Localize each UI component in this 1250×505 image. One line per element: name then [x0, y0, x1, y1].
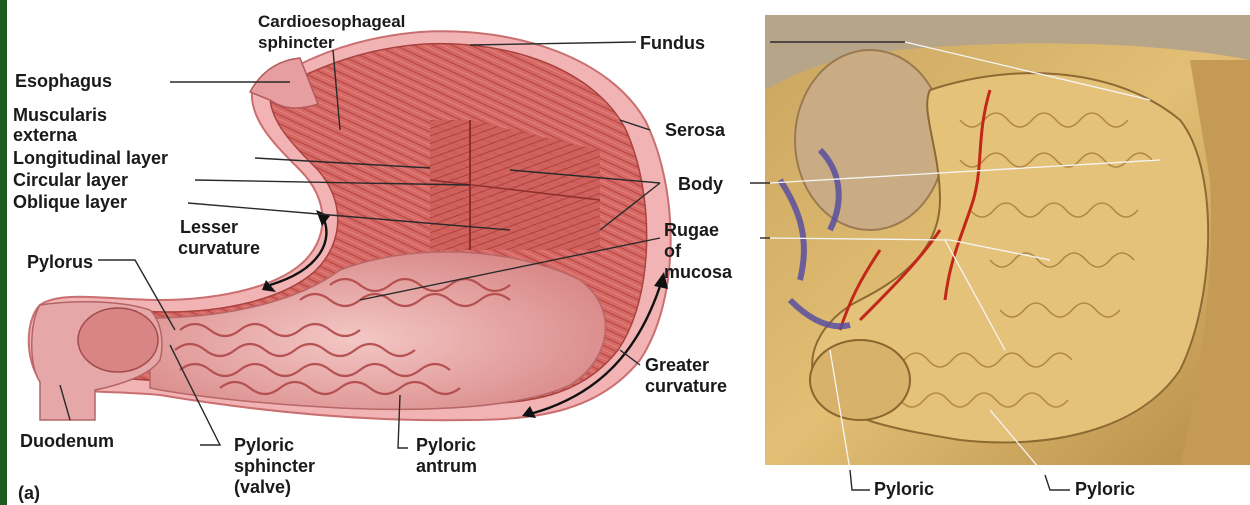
- label-rugae: Rugae: [664, 221, 719, 240]
- label-esophagus: Esophagus: [15, 72, 112, 91]
- label-pyloric-sphincter-2: sphincter: [234, 457, 315, 476]
- label-muscularis: Muscularis: [13, 106, 107, 125]
- label-externa: externa: [13, 126, 77, 145]
- label-pylorus: Pylorus: [27, 253, 93, 272]
- label-photo-pyloric-left: Pyloric: [874, 480, 934, 499]
- label-cardioesophageal: Cardioesophageal: [258, 12, 405, 31]
- label-pyloric-antrum-1: Pyloric: [416, 436, 476, 455]
- label-photo-pyloric-right: Pyloric: [1075, 480, 1135, 499]
- label-pyloric-sphincter-3: (valve): [234, 478, 291, 497]
- label-greater: Greater: [645, 356, 709, 375]
- label-rugae-of: of: [664, 242, 681, 261]
- stomach-illustration: [29, 31, 671, 420]
- label-sphincter: sphincter: [258, 33, 335, 52]
- label-rugae-mucosa: mucosa: [664, 263, 732, 282]
- label-duodenum: Duodenum: [20, 432, 114, 451]
- label-pyloric-sphincter-1: Pyloric: [234, 436, 294, 455]
- label-fundus: Fundus: [640, 34, 705, 53]
- mucosa-interior: [150, 252, 605, 409]
- label-oblique-layer: Oblique layer: [13, 193, 127, 212]
- label-pyloric-antrum-2: antrum: [416, 457, 477, 476]
- panel-label: (a): [18, 484, 40, 503]
- label-greater-curvature: curvature: [645, 377, 727, 396]
- label-circular-layer: Circular layer: [13, 171, 128, 190]
- pyloric-valve: [78, 308, 158, 372]
- label-serosa: Serosa: [665, 121, 725, 140]
- label-body: Body: [678, 175, 723, 194]
- label-lesser: Lesser: [180, 218, 238, 237]
- label-lesser-curvature: curvature: [178, 239, 260, 258]
- label-longitudinal-layer: Longitudinal layer: [13, 149, 168, 168]
